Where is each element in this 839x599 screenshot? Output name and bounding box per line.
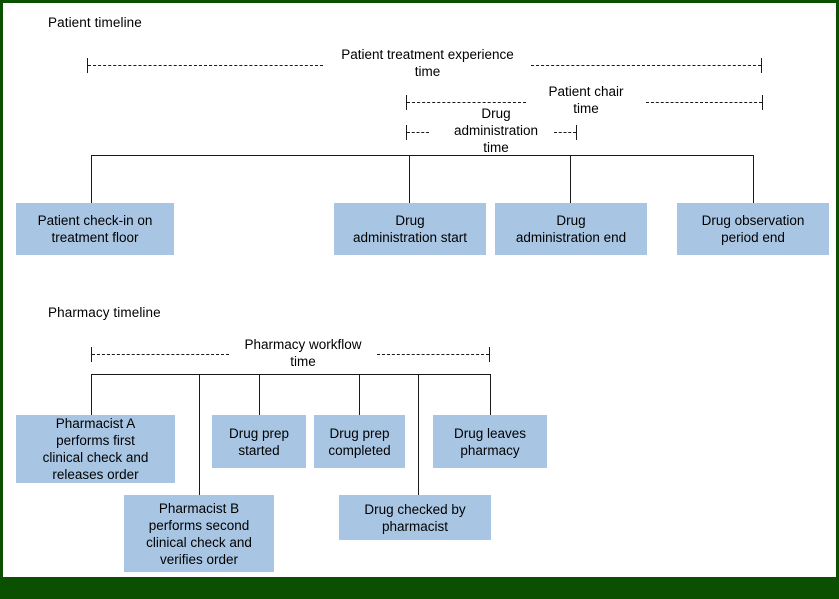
bracket-dashes	[88, 64, 323, 66]
event-box-drug-administration-end[interactable]: Drug administration end	[495, 203, 647, 255]
bracket-pharmacy-workflow-left	[91, 344, 229, 364]
patient-connector-horizontal	[91, 155, 754, 156]
bracket-patient-treatment-experience-left	[87, 55, 323, 75]
patient-timeline-title: Patient timeline	[48, 15, 142, 30]
bracket-drug-administration-left	[406, 122, 438, 142]
pharmacy-timeline-title: Pharmacy timeline	[48, 305, 161, 320]
bracket-patient-chair-right	[646, 92, 763, 112]
bracket-tick-end	[489, 346, 490, 362]
bracket-dashes	[531, 64, 761, 66]
event-box-drug-administration-start[interactable]: Drug administration start	[334, 203, 486, 255]
bracket-pharmacy-workflow-right	[377, 344, 490, 364]
diagram-stage: Patient timeline Patient treatment exper…	[3, 3, 836, 577]
bracket-dashes	[407, 131, 429, 133]
event-box-pharmacist-b-second-check[interactable]: Pharmacist B performs second clinical ch…	[124, 495, 274, 572]
bracket-dashes	[407, 101, 526, 103]
bracket-dashes	[377, 353, 489, 355]
patient-connector-drop-4	[753, 155, 754, 203]
bracket-label-drug-administration-time: Drug administration time	[453, 106, 539, 155]
bracket-tick-start	[406, 94, 407, 110]
patient-connector-drop-2	[409, 155, 410, 203]
bracket-tick-end	[762, 94, 763, 110]
bracket-dashes	[92, 353, 229, 355]
pharmacy-connector-drop-1	[91, 374, 92, 415]
event-box-drug-prep-completed[interactable]: Drug prep completed	[314, 415, 405, 468]
event-box-drug-checked-by-pharmacist[interactable]: Drug checked by pharmacist	[339, 495, 491, 540]
event-box-drug-leaves-pharmacy[interactable]: Drug leaves pharmacy	[433, 415, 547, 468]
pharmacy-connector-drop-4	[359, 374, 360, 415]
event-box-drug-prep-started[interactable]: Drug prep started	[212, 415, 306, 468]
pharmacy-connector-drop-6	[490, 374, 491, 415]
bracket-tick-start	[406, 124, 407, 140]
bracket-drug-administration-right	[554, 122, 586, 142]
bracket-tick-end	[761, 57, 762, 73]
bracket-patient-treatment-experience-right	[531, 55, 762, 75]
bracket-dashes	[646, 101, 762, 103]
event-box-patient-check-in[interactable]: Patient check-in on treatment floor	[16, 203, 174, 255]
bracket-label-patient-chair-time: Patient chair time	[548, 84, 624, 116]
bracket-dashes	[554, 131, 576, 133]
patient-connector-drop-1	[91, 155, 92, 203]
bracket-label-pharmacy-workflow-time: Pharmacy workflow time	[244, 337, 362, 369]
event-box-drug-observation-period-end[interactable]: Drug observation period end	[677, 203, 829, 255]
patient-connector-drop-3	[570, 155, 571, 203]
bracket-label-patient-treatment-experience-time: Patient treatment experience time	[341, 47, 514, 79]
bracket-tick-start	[91, 346, 92, 362]
event-box-pharmacist-a-first-check[interactable]: Pharmacist A performs first clinical che…	[16, 415, 175, 483]
pharmacy-connector-horizontal	[91, 374, 490, 375]
bracket-tick-start	[87, 57, 88, 73]
pharmacy-connector-drop-5	[418, 374, 419, 495]
pharmacy-connector-drop-3	[259, 374, 260, 415]
bracket-tick-end	[576, 124, 577, 140]
pharmacy-connector-drop-2	[199, 374, 200, 495]
